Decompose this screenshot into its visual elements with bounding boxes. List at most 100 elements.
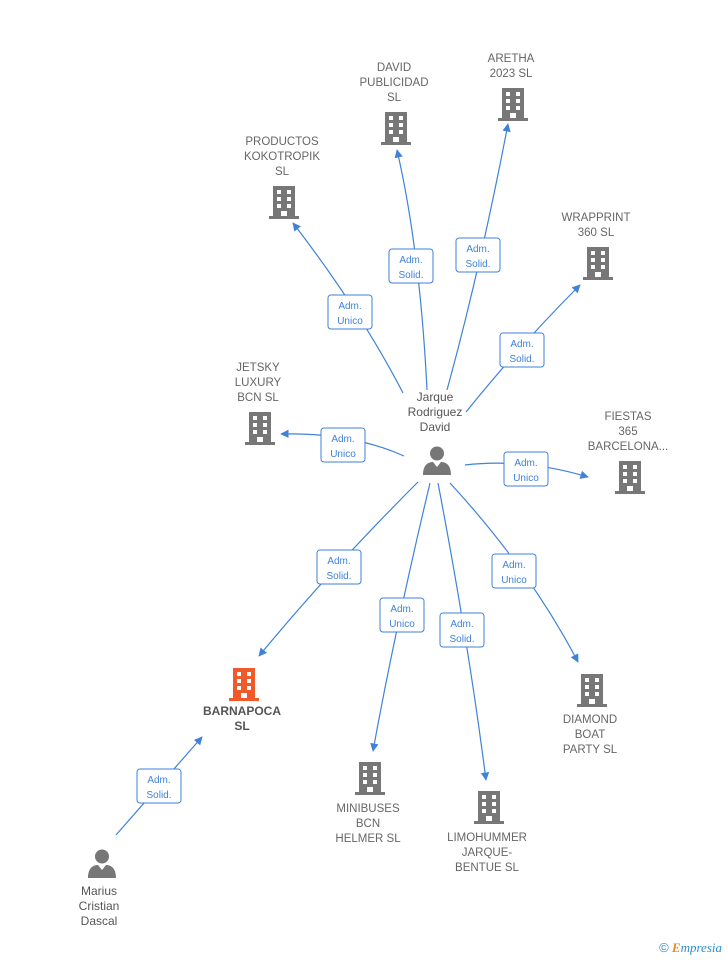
edge-role-text: Adm. — [502, 560, 525, 571]
empresia-logo[interactable]: © Empresia — [659, 940, 722, 956]
node-label-line: MINIBUSES — [336, 803, 400, 815]
node-label-line: FIESTAS — [604, 411, 651, 423]
edge-role-text: Unico — [389, 619, 415, 630]
copyright-symbol: © — [659, 940, 669, 955]
node-label-line: Marius — [81, 884, 117, 898]
node-label-line: LIMOHUMMER — [447, 832, 527, 844]
edge-role-label[interactable]: Adm. Solid. — [316, 549, 362, 585]
node-label-line: Dascal — [81, 914, 118, 928]
node-label-line: HELMER SL — [335, 833, 401, 845]
building-icon — [269, 186, 299, 219]
edge-role-label[interactable]: Adm. Unico — [327, 294, 373, 330]
node-wrapprint[interactable]: WRAPPRINT 360 SL — [562, 212, 631, 280]
edge-role-label[interactable]: Adm.Solid. — [388, 248, 434, 284]
logo-text: mpresia — [680, 940, 722, 955]
node-label-line: Rodriguez — [408, 405, 463, 419]
node-label-line: PARTY SL — [563, 744, 618, 756]
node-label-line: PRODUCTOS — [245, 136, 319, 148]
building-icon — [577, 674, 607, 707]
edge-role-label[interactable]: Adm.Solid. — [136, 768, 182, 804]
node-label-line: DIAMOND — [563, 714, 617, 726]
building-icon — [498, 88, 528, 121]
node-label-line: SL — [275, 166, 290, 178]
edge-role-label[interactable]: Adm. Unico — [491, 553, 537, 589]
edge-role-text: Unico — [337, 316, 363, 327]
node-diamond[interactable]: DIAMOND BOAT PARTY SL — [563, 674, 618, 756]
node-label-line: BOAT — [575, 729, 605, 741]
edge-role-text: Adm. — [510, 339, 533, 350]
edge-role-text: Solid. — [509, 354, 534, 365]
node-label-line: BCN SL — [237, 392, 279, 404]
node-label-line: PUBLICIDAD — [359, 77, 428, 89]
edge-role-text: Adm. — [338, 301, 361, 312]
edge-role-text: Unico — [330, 449, 356, 460]
node-label-line: JETSKY — [236, 362, 280, 374]
node-label-line: Jarque — [417, 390, 454, 404]
edge-role-box — [316, 549, 362, 585]
node-label-line: WRAPPRINT — [562, 212, 631, 224]
edge-role-label[interactable]: Adm. Unico — [320, 427, 366, 463]
edge-role-box — [320, 427, 366, 463]
node-label-line: JARQUE- — [462, 847, 513, 859]
edge-role-box — [388, 248, 434, 284]
building-icon — [474, 791, 504, 824]
edge-role-text: Adm. — [331, 434, 354, 445]
node-label-line: LUXURY — [235, 377, 282, 389]
person-icon — [88, 849, 116, 878]
edge-role-text: Solid. — [326, 571, 351, 582]
building-icon — [229, 668, 259, 701]
node-label-line: David — [420, 420, 451, 434]
logo-letter: E — [671, 940, 681, 955]
edge-role-text: Adm. — [450, 619, 473, 630]
edge-role-label[interactable]: Adm. Unico — [379, 597, 425, 633]
edge-role-text: Adm. — [514, 458, 537, 469]
node-label-line: Cristian — [79, 899, 120, 913]
edge-role-box — [455, 237, 501, 273]
edge-role-label[interactable]: Adm. Unico — [503, 451, 549, 487]
edge-role-box — [136, 768, 182, 804]
node-label-line: 360 SL — [578, 227, 615, 239]
node-label-line: DAVID — [377, 62, 411, 74]
node-label-line: 2023 SL — [490, 68, 533, 80]
person-icon — [423, 446, 451, 475]
node-label-line: BCN — [356, 818, 380, 830]
edge-role-label[interactable]: Adm. Solid. — [455, 237, 501, 273]
edge-role-text: Unico — [501, 575, 527, 586]
node-label-line: 365 — [618, 426, 637, 438]
node-minibuses[interactable]: MINIBUSES BCN HELMER SL — [335, 762, 401, 845]
edge-role-box — [327, 294, 373, 330]
edge-role-box — [439, 612, 485, 648]
node-aretha[interactable]: ARETHA 2023 SL — [488, 53, 535, 121]
edge-role-text: Solid. — [465, 259, 490, 270]
edge-role-text: Adm. — [327, 556, 350, 567]
building-icon — [355, 762, 385, 795]
edge-role-label[interactable]: Adm.Solid. — [439, 612, 485, 648]
node-label-line: BARNAPOCA — [203, 704, 281, 718]
node-jetsky[interactable]: JETSKY LUXURY BCN SL — [235, 362, 282, 445]
node-label-line: BARCELONA... — [588, 441, 669, 453]
edge-role-text: Adm. — [390, 604, 413, 615]
node-fiestas[interactable]: FIESTAS 365BARCELONA... — [588, 411, 669, 494]
node-label-line: ARETHA — [488, 53, 535, 65]
edge-role-text: Adm. — [399, 255, 422, 266]
edge-role-label[interactable]: Adm. Solid. — [499, 332, 545, 368]
edge-role-text: Adm. — [147, 775, 170, 786]
edge-role-box — [503, 451, 549, 487]
node-label-line: SL — [387, 92, 402, 104]
node-label-line: SL — [234, 719, 249, 733]
node-david-publicidad[interactable]: DAVID PUBLICIDAD SL — [359, 62, 429, 145]
edge-role-text: Unico — [513, 473, 539, 484]
edge-role-box — [491, 553, 537, 589]
edge-role-box — [499, 332, 545, 368]
edge-role-text: Adm. — [466, 244, 489, 255]
node-label-line: KOKOTROPIK — [244, 151, 320, 163]
node-productos[interactable]: PRODUCTOS KOKOTROPIK SL — [244, 136, 320, 219]
building-icon — [245, 412, 275, 445]
building-icon — [381, 112, 411, 145]
edge-role-box — [379, 597, 425, 633]
